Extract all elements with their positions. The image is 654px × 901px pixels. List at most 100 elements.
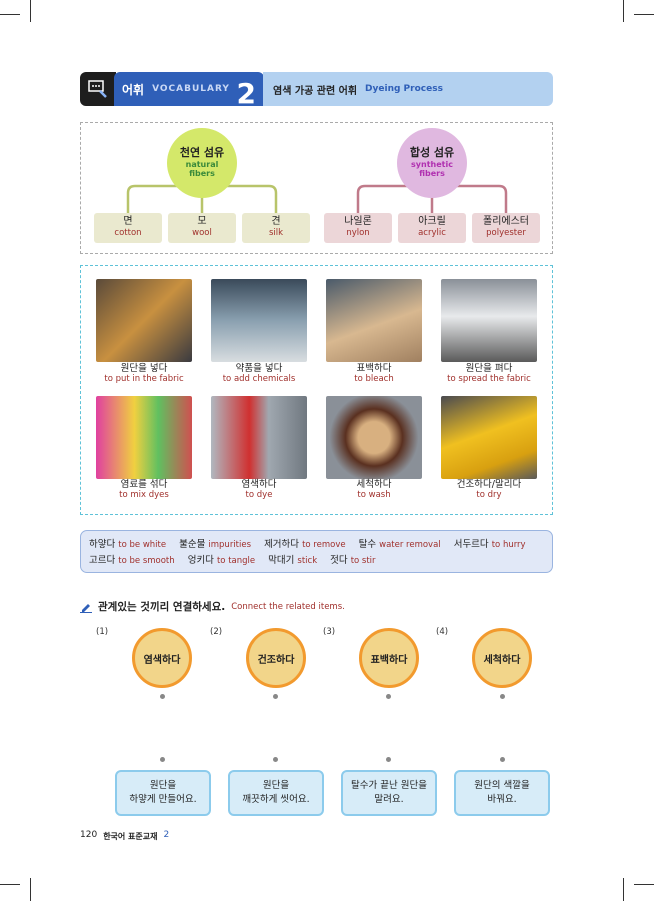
crop-mark (30, 0, 31, 22)
section-tab: 어휘 VOCABULARY 2 (114, 72, 264, 110)
fiber-en: silk (268, 228, 284, 238)
section-en: VOCABULARY (152, 84, 230, 94)
term-circle: 건조하다 (246, 628, 306, 688)
fiber-en: nylon (346, 228, 370, 238)
caption-en: to spread the fabric (447, 373, 531, 384)
connect-dot[interactable] (160, 694, 165, 699)
page-footer: 120 한국어 표준교재 2 (80, 830, 169, 842)
pencil-icon (80, 603, 92, 613)
fiber-en: wool (192, 228, 212, 238)
word-item: 막대기 stick (268, 555, 318, 566)
item-number: (4) (436, 627, 449, 637)
page-number: 120 (80, 830, 98, 840)
word-list: 하얗다 to be white 불순물 impurities 제거하다 to r… (80, 530, 553, 573)
natural-en: fibers (189, 169, 215, 179)
photo-spread-fabric (441, 279, 537, 362)
word-item: 서두르다 to hurry (453, 539, 526, 550)
synthetic-en: fibers (419, 169, 445, 179)
crop-mark (623, 0, 624, 22)
process-panel (80, 265, 553, 515)
title-en: Dyeing Process (365, 84, 443, 94)
connect-dot[interactable] (273, 694, 278, 699)
natural-ko: 천연 섬유 (179, 146, 225, 160)
photo-mix-dyes (96, 396, 192, 479)
caption-en: to add chemicals (222, 373, 296, 384)
word-item: 탈수 water removal (358, 539, 441, 550)
word-item: 제거하다 to remove (264, 539, 346, 550)
book-volume: 2 (163, 830, 170, 840)
caption-en: to bleach (354, 373, 394, 384)
exercise-instruction: 관계있는 것끼리 연결하세요. Connect the related item… (80, 599, 345, 614)
connect-dot[interactable] (500, 694, 505, 699)
connect-dot[interactable] (273, 757, 278, 762)
fiber-en: cotton (114, 228, 142, 238)
word-item: 젓다 to stir (330, 555, 376, 566)
crop-mark (30, 878, 31, 901)
term-circle: 염색하다 (132, 628, 192, 688)
photo-dry (441, 396, 537, 479)
synthetic-fibers-circle: 합성 섬유 synthetic fibers (397, 128, 467, 198)
fiber-ko: 모 (197, 216, 207, 227)
section-number: 2 (236, 77, 256, 110)
item-number: (2) (210, 627, 223, 637)
connect-dot[interactable] (386, 757, 391, 762)
word-item: 불순물 impurities (179, 539, 252, 550)
caption-en: to put in the fabric (104, 373, 184, 384)
fiber-ko: 견 (271, 216, 281, 227)
instruction-en: Connect the related items. (231, 601, 345, 612)
item-number: (1) (96, 627, 109, 637)
caption-ko: 약품을 넣다 (235, 363, 283, 374)
photo-bleach (326, 279, 422, 362)
connect-dot[interactable] (160, 757, 165, 762)
fiber-en: polyester (486, 228, 526, 238)
term-circle: 표백하다 (359, 628, 419, 688)
caption-en: to dye (245, 489, 273, 500)
natural-en: natural (185, 160, 219, 170)
fiber-diagram (80, 122, 553, 254)
item-number: (3) (323, 627, 336, 637)
connect-dot[interactable] (500, 757, 505, 762)
caption-ko: 원단을 펴다 (465, 363, 513, 374)
photo-wash (326, 396, 422, 479)
book-title: 한국어 표준교재 (103, 832, 158, 841)
connect-dot[interactable] (386, 694, 391, 699)
crop-mark (623, 878, 624, 901)
photo-put-in-fabric (96, 279, 192, 362)
natural-fibers-circle: 천연 섬유 natural fibers (167, 128, 237, 198)
word-item: 엉키다 to tangle (187, 555, 256, 566)
section-ko: 어휘 (122, 82, 145, 97)
section-title: 염색 가공 관련 어휘 Dyeing Process (263, 72, 553, 106)
caption-ko: 세척하다 (356, 479, 392, 490)
caption-en: to wash (357, 489, 391, 500)
photo-dye (211, 396, 307, 479)
fiber-ko: 아크릴 (418, 216, 446, 227)
caption-ko: 표백하다 (356, 363, 392, 374)
caption-en: to mix dyes (119, 489, 169, 500)
caption-ko: 원단을 넣다 (120, 363, 168, 374)
caption-ko: 염색하다 (241, 479, 277, 490)
term-circle: 세척하다 (472, 628, 532, 688)
caption-en: to dry (476, 489, 502, 500)
fiber-ko: 폴리에스터 (483, 216, 529, 227)
crop-mark (634, 884, 654, 885)
crop-mark (0, 884, 20, 885)
crop-mark (634, 14, 654, 15)
photo-add-chemicals (211, 279, 307, 362)
crop-mark (0, 14, 20, 15)
vocabulary-icon (80, 72, 116, 106)
